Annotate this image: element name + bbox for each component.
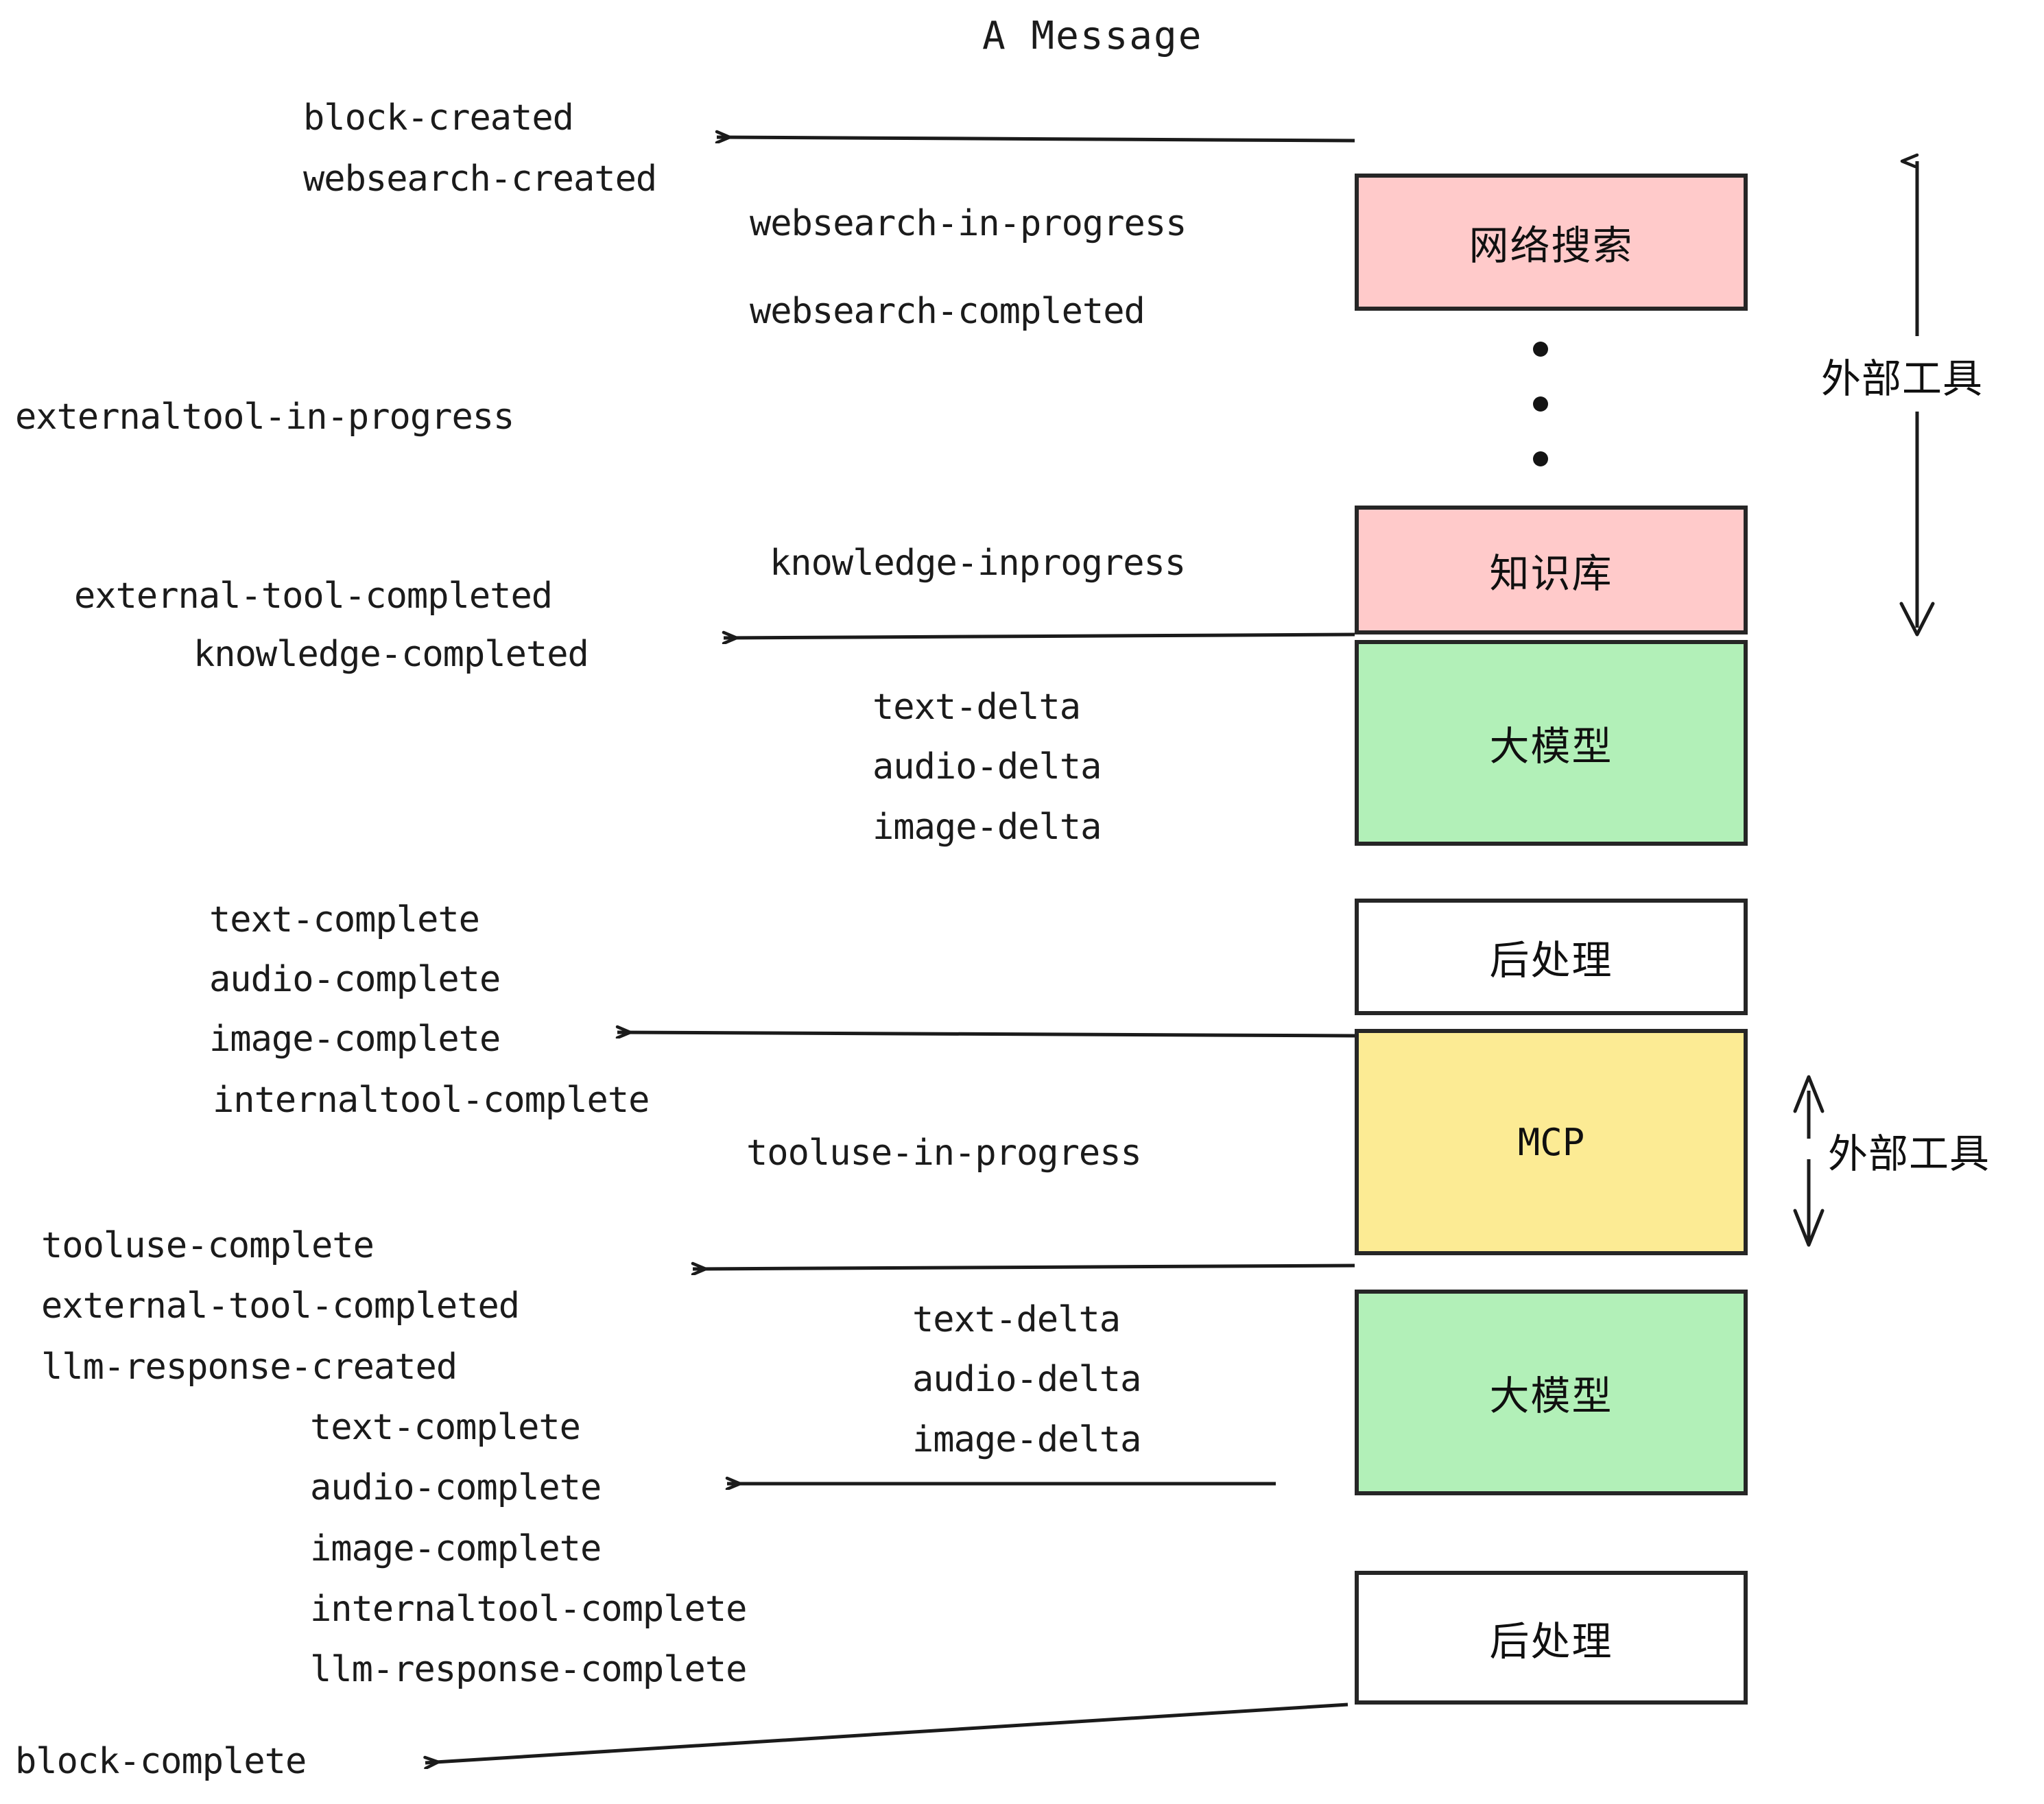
event-knowledge-completed: knowledge-completed — [193, 634, 589, 675]
node-llm-2[interactable]: 大模型 — [1355, 1290, 1748, 1495]
arrow-postprocess2-to-block-complete — [425, 1702, 1348, 1763]
node-postprocess-1-label: 后处理 — [1489, 937, 1613, 984]
event-websearch-created: websearch-created — [303, 158, 657, 200]
external-tools-bottom-text: 外部工具 — [1828, 1130, 1990, 1177]
event-external-tool-completed-2: external-tool-completed — [41, 1285, 520, 1327]
page-title: A Message — [982, 14, 1203, 58]
side-label-external-tools-top: 外部工具 — [1821, 346, 1983, 404]
arrow-websearch-to-block-created — [717, 137, 1355, 141]
event-audio-delta-1: audio-delta — [872, 746, 1102, 787]
event-block-created: block-created — [303, 97, 574, 139]
event-tooluse-complete: tooluse-complete — [41, 1225, 375, 1266]
node-postprocess-2-label: 后处理 — [1489, 1617, 1613, 1665]
arrow-external-tools-bottom-up-head — [1793, 1075, 1825, 1113]
arrow-knowledge-to-completed — [724, 634, 1355, 638]
event-audio-complete-2: audio-complete — [310, 1467, 602, 1508]
node-postprocess-2[interactable]: 后处理 — [1355, 1571, 1748, 1705]
event-audio-delta-2: audio-delta — [912, 1359, 1141, 1400]
event-internaltool-complete-1: internaltool-complete — [213, 1080, 650, 1121]
arrow-external-tools-top-down-head — [1899, 602, 1935, 637]
event-text-complete-2: text-complete — [310, 1407, 581, 1448]
event-knowledge-inprogress: knowledge-inprogress — [770, 543, 1186, 584]
event-image-complete-1: image-complete — [209, 1019, 501, 1060]
node-mcp-label: MCP — [1517, 1120, 1585, 1164]
event-websearch-in-progress: websearch-in-progress — [750, 203, 1187, 244]
node-llm-1-label: 大模型 — [1489, 723, 1613, 770]
event-external-tool-completed-1: external-tool-completed — [74, 575, 553, 617]
event-image-complete-2: image-complete — [310, 1528, 602, 1569]
node-mcp[interactable]: MCP — [1355, 1029, 1748, 1255]
node-knowledge-label: 知识库 — [1489, 550, 1613, 597]
event-internaltool-complete-2: internaltool-complete — [310, 1589, 747, 1630]
node-postprocess-1[interactable]: 后处理 — [1355, 899, 1748, 1015]
event-image-delta-2: image-delta — [912, 1419, 1141, 1460]
arrow-postprocess-to-image-complete — [617, 1032, 1355, 1036]
event-image-delta-1: image-delta — [872, 807, 1102, 848]
event-websearch-completed: websearch-completed — [750, 291, 1145, 332]
event-block-complete: block-complete — [15, 1741, 307, 1782]
event-llm-response-complete: llm-response-complete — [310, 1649, 747, 1690]
event-text-delta-2: text-delta — [912, 1299, 1121, 1340]
arrow-external-tools-bottom-down-head — [1793, 1209, 1825, 1247]
side-label-external-tools-bottom: 外部工具 — [1828, 1121, 1990, 1179]
arrow-mcp-to-tooluse-complete — [693, 1266, 1355, 1269]
node-websearch-label: 网络搜索 — [1469, 222, 1634, 269]
event-tooluse-in-progress: tooluse-in-progress — [746, 1132, 1142, 1174]
node-knowledge[interactable]: 知识库 — [1355, 506, 1748, 634]
node-llm-1[interactable]: 大模型 — [1355, 640, 1748, 846]
event-text-complete-1: text-complete — [209, 899, 480, 940]
node-websearch[interactable]: 网络搜索 — [1355, 174, 1748, 311]
event-externaltool-in-progress: externaltool-in-progress — [15, 396, 514, 438]
ellipsis-dot-2 — [1533, 396, 1548, 412]
node-llm-2-label: 大模型 — [1489, 1373, 1613, 1419]
ellipsis-dot-1 — [1533, 342, 1548, 357]
external-tools-top-text: 外部工具 — [1821, 355, 1984, 402]
event-audio-complete-1: audio-complete — [209, 959, 501, 1000]
event-llm-response-created: llm-response-created — [41, 1346, 457, 1388]
ellipsis-dot-3 — [1533, 451, 1548, 466]
event-text-delta-1: text-delta — [872, 687, 1081, 728]
